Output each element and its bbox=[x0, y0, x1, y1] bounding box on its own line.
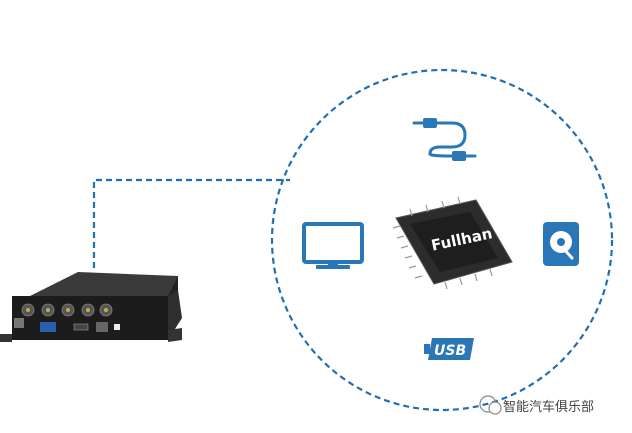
connector-line bbox=[92, 178, 290, 268]
usb-icon: USB bbox=[424, 338, 474, 360]
dvr-device bbox=[0, 272, 182, 342]
fullhan-chip: Fullhan bbox=[392, 196, 513, 290]
monitor-icon bbox=[302, 222, 364, 269]
hdmi-cable-icon bbox=[412, 118, 477, 161]
feature-circle bbox=[270, 68, 614, 412]
watermark-text: 智能汽车俱乐部 bbox=[503, 400, 595, 415]
usb-label: USB bbox=[434, 343, 466, 359]
hard-disk-icon bbox=[543, 222, 579, 266]
wechat-logo-icon bbox=[479, 395, 502, 415]
